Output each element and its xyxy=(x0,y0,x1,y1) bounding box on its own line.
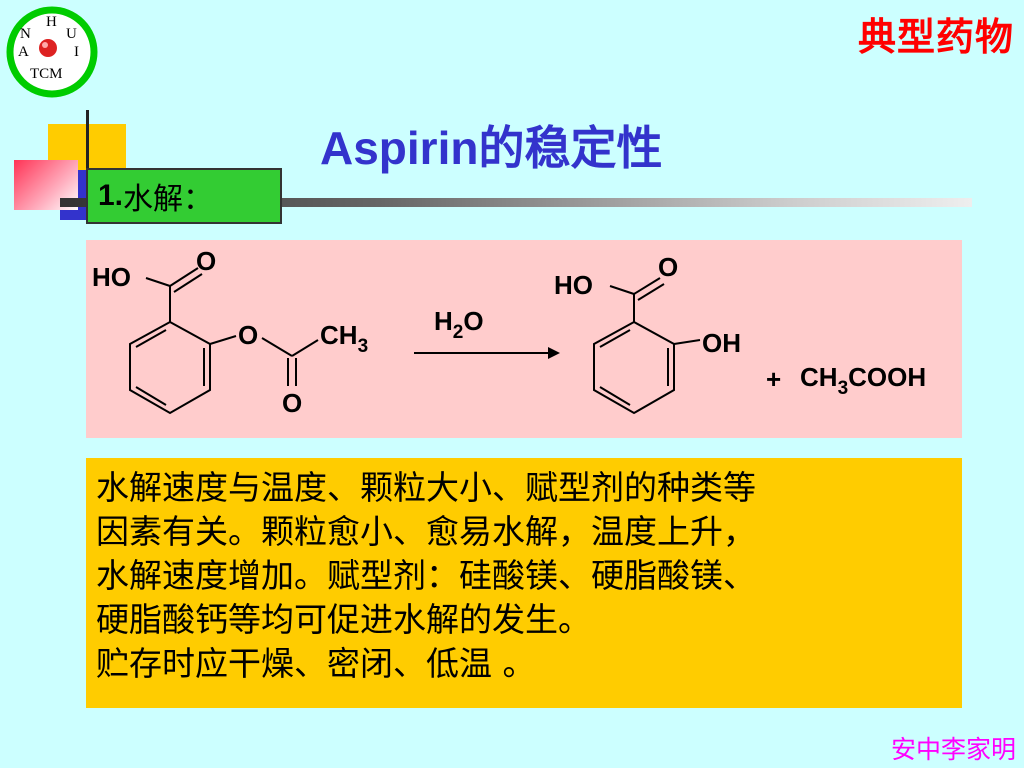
plus-sign: + xyxy=(766,364,781,394)
aspirin-ho-label: HO xyxy=(92,262,131,292)
salicylic-ho-label: HO xyxy=(554,270,593,300)
logo-letter-a: A xyxy=(18,44,29,60)
aspirin-benzene-ring xyxy=(129,320,211,415)
section-label: 1. 水解： xyxy=(86,168,282,224)
nhuai-tcm-logo: H N U A I TCM xyxy=(6,6,98,98)
body-line: 硬脂酸钙等均可促进水解的发生。 xyxy=(96,600,591,639)
logo-caption: TCM xyxy=(30,66,63,82)
arrow-head xyxy=(548,347,560,359)
salicylic-carbonyl-o: O xyxy=(658,252,678,282)
explanation-panel: 水解速度与温度、颗粒大小、赋型剂的种类等 因素有关。颗粒愈小、愈易水解，温度上升… xyxy=(86,458,962,708)
section-label-text: 水解： xyxy=(123,182,214,217)
logo-red-dot xyxy=(39,39,57,57)
author-credit: 安中李家明 xyxy=(890,735,1016,764)
body-line: 贮存时应干燥、密闭、低温 。 xyxy=(96,644,536,683)
logo-letter-u: U xyxy=(66,26,77,42)
slide-title: Aspirin的稳定性 xyxy=(320,122,663,174)
section-number: 1. xyxy=(98,179,124,212)
aspirin-methyl-label: CH3 xyxy=(320,320,368,357)
logo-letter-h: H xyxy=(46,14,57,30)
reaction-panel: HO O O CH3 O H2O HO O OH + CH3COOH xyxy=(86,240,962,438)
aspirin-acetyl-o: O xyxy=(282,388,302,418)
body-line: 因素有关。颗粒愈小、愈易水解，温度上升， xyxy=(96,512,756,551)
salicylic-oh-label: OH xyxy=(702,328,741,358)
aspirin-carbonyl-o: O xyxy=(196,246,216,276)
salicylic-acid-benzene-ring xyxy=(593,320,675,415)
logo-letter-n: N xyxy=(20,26,31,42)
hydrolysis-reaction-scheme: HO O O CH3 O H2O HO O OH + CH3COOH xyxy=(92,246,926,418)
top-title: 典型药物 xyxy=(857,15,1014,59)
body-line: 水解速度增加。赋型剂：硅酸镁、硬脂酸镁、 xyxy=(96,556,756,595)
reagent-water: H2O xyxy=(434,306,484,343)
acetic-acid-label: CH3COOH xyxy=(800,362,926,399)
decor-vertical-line xyxy=(86,110,89,220)
body-line: 水解速度与温度、颗粒大小、赋型剂的种类等 xyxy=(96,468,756,507)
title-underline xyxy=(60,198,972,207)
logo-letter-i: I xyxy=(74,44,79,60)
aspirin-ester-o: O xyxy=(238,320,258,350)
